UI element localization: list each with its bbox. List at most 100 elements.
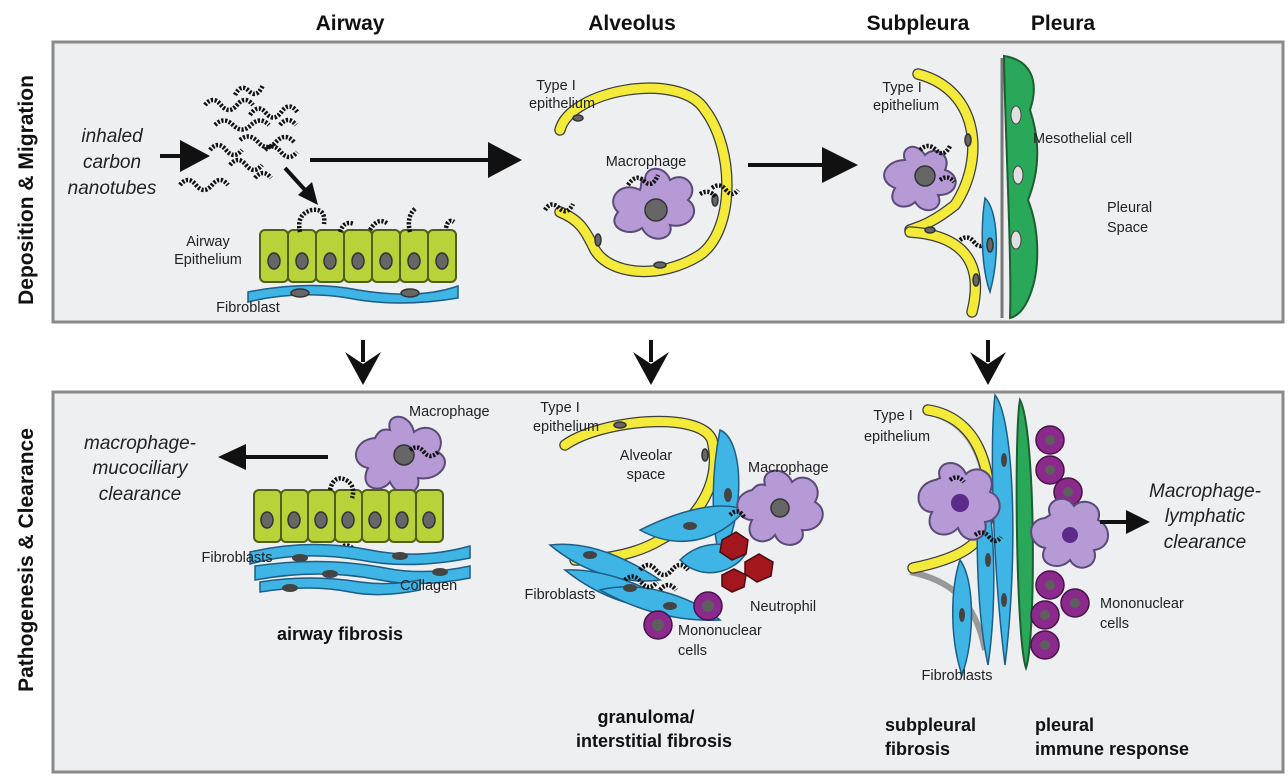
- svg-text:Type I: Type I: [536, 78, 576, 94]
- fibroblasts-alveolus-label: Fibroblasts: [525, 587, 596, 603]
- svg-text:clearance: clearance: [99, 484, 181, 505]
- lymphatic-arrow: [1100, 510, 1150, 534]
- down-arrow-subpleura: [970, 340, 1006, 385]
- svg-text:Macrophage-: Macrophage-: [1149, 481, 1261, 502]
- subpleural-fibrosis-label: subpleural fibrosis: [885, 715, 976, 759]
- svg-text:inhaled: inhaled: [81, 126, 144, 147]
- alveolus-nanotubes: [543, 174, 740, 214]
- svg-text:nanotubes: nanotubes: [68, 178, 157, 199]
- mucociliary-clearance-label: macrophage- mucociliary clearance: [84, 433, 196, 505]
- bottom-airway-fibroblasts: [249, 543, 471, 596]
- lymphatic-clearance-label: Macrophage- lymphatic clearance: [1149, 481, 1261, 553]
- subpleura-epithelium: [904, 68, 982, 318]
- alveolar-space-label: Alveolar space: [620, 448, 673, 483]
- pleural-space-label: Pleural Space: [1107, 200, 1152, 236]
- mononuclear-pleura-label: Mononuclear cells: [1100, 596, 1184, 632]
- bottom-airway-epithelium: [253, 489, 444, 543]
- svg-text:cells: cells: [1100, 616, 1129, 632]
- svg-text:macrophage-: macrophage-: [84, 433, 196, 454]
- macrophage-bottom-alveolus-label: Macrophage: [748, 460, 829, 476]
- fibroblast-label: Fibroblast: [216, 300, 280, 316]
- svg-text:Mononuclear: Mononuclear: [1100, 596, 1184, 612]
- svg-text:lymphatic: lymphatic: [1165, 506, 1246, 527]
- column-header-pleura: Pleura: [1031, 12, 1096, 35]
- subpleura-nanotubes: [918, 143, 988, 249]
- pleural-macrophage: [1030, 497, 1109, 569]
- mesothelial-cell-label: Mesothelial cell: [1033, 131, 1132, 147]
- svg-text:interstitial fibrosis: interstitial fibrosis: [576, 731, 732, 751]
- svg-text:Airway: Airway: [186, 234, 230, 250]
- svg-text:Space: Space: [1107, 220, 1148, 236]
- down-arrow-alveolus: [633, 340, 669, 385]
- pleura-mesothelium: [1000, 54, 1039, 320]
- svg-text:Alveolar: Alveolar: [620, 448, 673, 464]
- airway-fibroblast: [247, 284, 459, 304]
- nanotube-descend-arrow: [283, 166, 318, 205]
- column-header-alveolus: Alveolus: [588, 12, 676, 35]
- svg-text:Epithelium: Epithelium: [174, 252, 242, 268]
- airway-fibrosis-label: airway fibrosis: [277, 624, 403, 644]
- macrophage-alveolus-label: Macrophage: [606, 154, 687, 170]
- type1-epithelium-bottom-alveolus-label: Type I epithelium: [533, 400, 599, 435]
- granuloma-label: granuloma/ interstitial fibrosis: [576, 707, 732, 751]
- svg-text:immune response: immune response: [1035, 739, 1189, 759]
- alveolus-epithelium: [554, 82, 733, 278]
- fibroblasts-subpleura-label: Fibroblasts: [922, 668, 993, 684]
- bottom-alveolus-nanotubes: [623, 509, 746, 592]
- down-arrow-airway: [345, 340, 381, 385]
- svg-text:mucociliary: mucociliary: [92, 458, 189, 479]
- inhaled-label: inhaled carbon nanotubes: [68, 126, 157, 199]
- svg-text:Type I: Type I: [882, 80, 922, 96]
- airway-epithelium-label: Airway Epithelium: [174, 234, 242, 268]
- svg-text:subpleural: subpleural: [885, 715, 976, 735]
- svg-text:epithelium: epithelium: [873, 98, 939, 114]
- collagen-label: Collagen: [400, 578, 457, 594]
- svg-text:pleural: pleural: [1035, 715, 1094, 735]
- svg-text:Mononuclear: Mononuclear: [678, 623, 762, 639]
- airway-epithelium-cells: [259, 229, 457, 283]
- macrophage-airway-label: Macrophage: [409, 404, 490, 420]
- row-label-pathogenesis: Pathogenesis & Clearance: [15, 428, 38, 692]
- bottom-pleura-mesothelium: [1015, 397, 1034, 671]
- svg-text:fibrosis: fibrosis: [885, 739, 950, 759]
- inhale-arrow: [160, 140, 210, 172]
- column-header-airway: Airway: [316, 12, 385, 35]
- bottom-alveolus-mononuclear: [643, 591, 723, 640]
- airway-surface-nanotubes: [297, 206, 456, 233]
- bottom-airway-macrophage: [354, 415, 446, 495]
- row-label-deposition: Deposition & Migration: [15, 75, 38, 305]
- pleural-immune-response-label: pleural immune response: [1035, 715, 1189, 759]
- svg-text:epithelium: epithelium: [864, 429, 930, 445]
- mononuclear-alveolus-label: Mononuclear cells: [678, 623, 762, 659]
- nanotube-cluster: [178, 84, 300, 193]
- airway-to-alveolus-arrow: [310, 142, 522, 178]
- svg-text:epithelium: epithelium: [529, 96, 595, 112]
- bottom-alveolus-macrophage: [736, 469, 824, 546]
- svg-text:cells: cells: [678, 643, 707, 659]
- bottom-subpleura-macrophage: [917, 462, 1001, 541]
- bottom-alveolus-fibroblasts: [548, 428, 747, 621]
- alveolus-macrophage: [612, 167, 695, 240]
- type1-epithelium-alveolus-label: Type I epithelium: [529, 78, 595, 112]
- fibroblasts-airway-label: Fibroblasts: [202, 550, 273, 566]
- svg-text:Pleural: Pleural: [1107, 200, 1152, 216]
- svg-text:space: space: [627, 467, 666, 483]
- svg-text:Type I: Type I: [873, 408, 913, 424]
- subpleura-fibroblast: [981, 196, 998, 295]
- subpleura-macrophage: [883, 145, 957, 212]
- type1-epithelium-bottom-subpleura-label: Type I epithelium: [864, 408, 930, 445]
- neutrophil-label: Neutrophil: [750, 599, 816, 615]
- bottom-alveolus-epithelium: [559, 415, 721, 566]
- svg-text:epithelium: epithelium: [533, 419, 599, 435]
- svg-text:carbon: carbon: [83, 152, 141, 173]
- svg-text:granuloma/: granuloma/: [597, 707, 694, 727]
- type1-epithelium-subpleura-label: Type I epithelium: [873, 80, 939, 114]
- column-header-subpleura: Subpleura: [867, 12, 970, 35]
- svg-text:Type I: Type I: [540, 400, 580, 416]
- mucociliary-arrow: [218, 444, 328, 470]
- alveolus-to-subpleura-arrow: [748, 147, 858, 183]
- neutrophils: [719, 531, 774, 593]
- pleural-mononuclear-cells: [1030, 425, 1090, 660]
- svg-text:clearance: clearance: [1164, 532, 1246, 553]
